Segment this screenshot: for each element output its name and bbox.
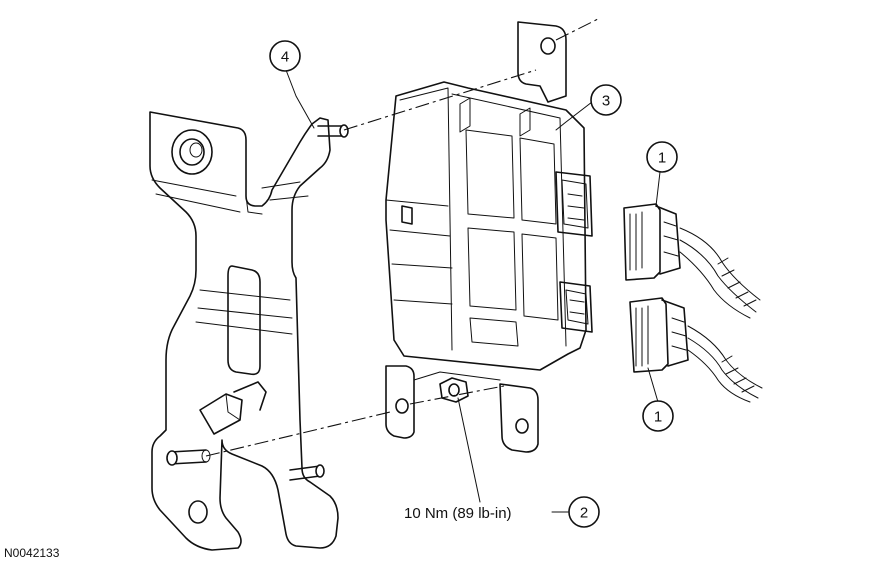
figure-id: N0042133 bbox=[4, 546, 60, 560]
control-module bbox=[385, 21, 593, 453]
callout-1-upper: 1 bbox=[646, 141, 678, 173]
callout-1-upper-label: 1 bbox=[658, 150, 666, 167]
connector-lower bbox=[629, 297, 763, 403]
callout-4: 4 bbox=[269, 40, 301, 72]
callout-1-lower-label: 1 bbox=[654, 409, 662, 426]
torque-spec-label: 10 Nm (89 lb-in) bbox=[404, 505, 512, 522]
connector-upper bbox=[623, 203, 761, 319]
callout-2: 2 bbox=[568, 496, 600, 528]
alignment-lines bbox=[205, 17, 601, 457]
leader-lines bbox=[285, 69, 661, 513]
callout-3-label: 3 bbox=[602, 93, 610, 110]
callout-2-label: 2 bbox=[580, 505, 588, 522]
callout-3: 3 bbox=[590, 84, 622, 116]
hex-nut bbox=[439, 377, 469, 403]
mounting-bracket bbox=[149, 111, 349, 551]
callout-1-lower: 1 bbox=[642, 400, 674, 432]
callout-4-label: 4 bbox=[281, 49, 289, 66]
